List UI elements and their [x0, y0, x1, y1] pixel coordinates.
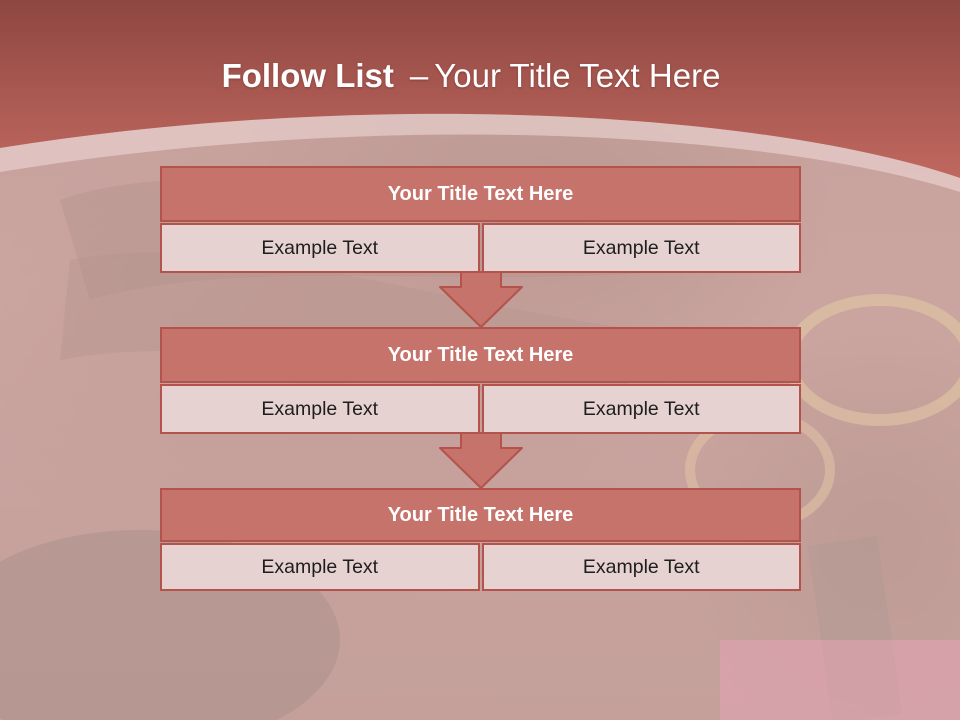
step-cell-left: Example Text	[160, 223, 480, 273]
follow-step-3: Your Title Text Here Example Text Exampl…	[160, 488, 801, 591]
follow-step-2: Your Title Text Here Example Text Exampl…	[160, 327, 801, 434]
step-cell-left: Example Text	[160, 384, 480, 434]
follow-step-1: Your Title Text Here Example Text Exampl…	[160, 166, 801, 273]
title-bold-part: Follow List	[221, 57, 394, 94]
step-cell-right: Example Text	[481, 223, 801, 273]
title-dash: –	[409, 57, 429, 94]
step-row: Example Text Example Text	[160, 384, 801, 434]
down-arrow-icon	[439, 432, 523, 489]
page-title: Follow List–Your Title Text Here	[0, 52, 942, 100]
step-cell-right: Example Text	[481, 384, 801, 434]
step-row: Example Text Example Text	[160, 223, 801, 273]
title-subtitle-part: Your Title Text Here	[434, 57, 721, 94]
step-title: Your Title Text Here	[160, 327, 801, 383]
step-row: Example Text Example Text	[160, 543, 801, 591]
down-arrow-icon	[439, 271, 523, 328]
step-title: Your Title Text Here	[160, 488, 801, 542]
step-title: Your Title Text Here	[160, 166, 801, 222]
step-cell-right: Example Text	[481, 543, 801, 591]
step-cell-left: Example Text	[160, 543, 480, 591]
header-band	[0, 0, 960, 192]
